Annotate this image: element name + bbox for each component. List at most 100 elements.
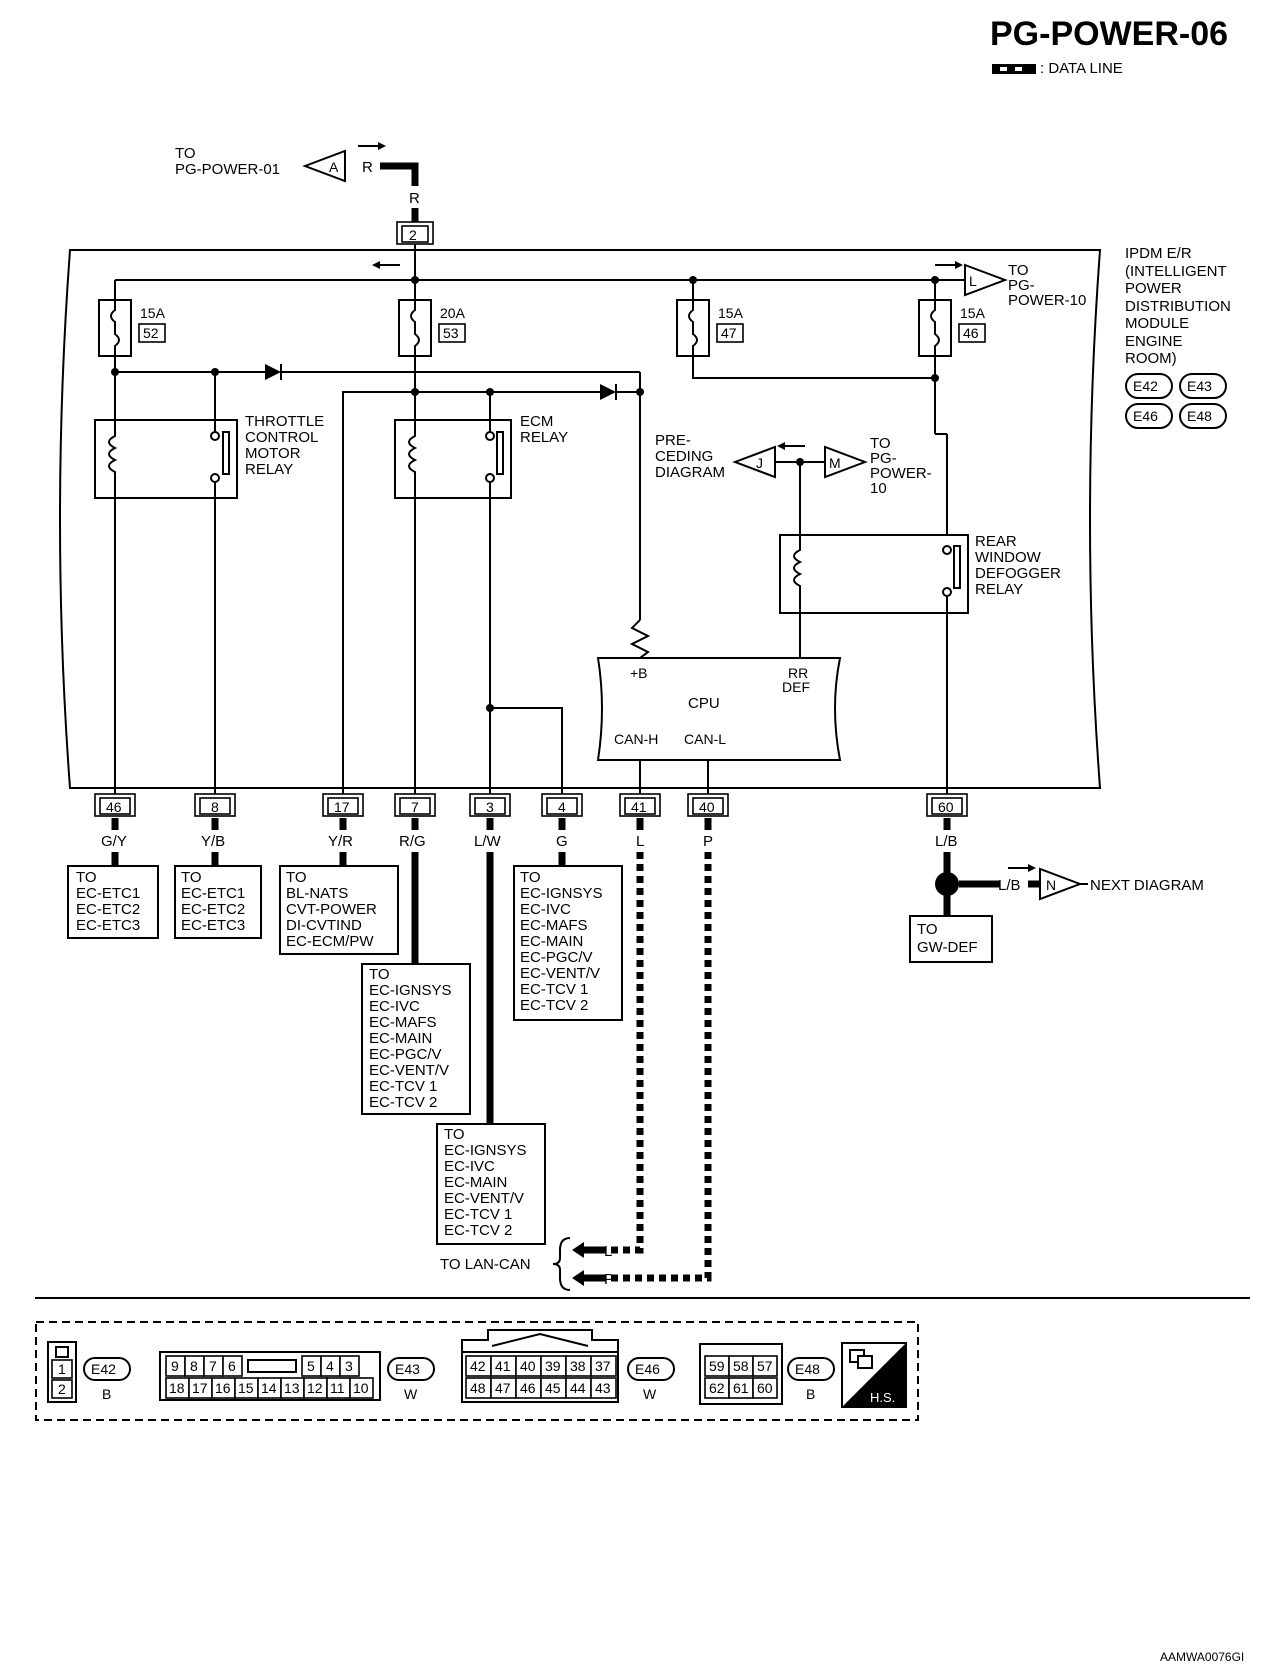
data-line-legend-swatch — [992, 64, 1036, 74]
svg-text:15: 15 — [238, 1380, 254, 1396]
svg-text:L/B: L/B — [935, 833, 958, 850]
svg-text:TO: TO — [181, 869, 202, 886]
svg-text:EC-TCV 2: EC-TCV 2 — [520, 997, 588, 1014]
svg-text:15A: 15A — [960, 305, 986, 321]
wire-lb: L/B — [935, 818, 1000, 916]
svg-text:48: 48 — [470, 1380, 486, 1396]
svg-text:G/Y: G/Y — [101, 833, 127, 850]
svg-text:58: 58 — [733, 1358, 749, 1374]
svg-text:H.S.: H.S. — [870, 1390, 895, 1405]
svg-text:TO: TO — [76, 869, 97, 886]
svg-text:TO: TO — [369, 966, 390, 983]
wire-yb: Y/B — [201, 818, 225, 866]
lan-p-label: P — [604, 1271, 614, 1288]
svg-text:45: 45 — [545, 1380, 561, 1396]
svg-text:4: 4 — [326, 1358, 334, 1374]
svg-text:37: 37 — [595, 1358, 611, 1374]
pin-41: 41 — [619, 793, 661, 817]
svg-text:12: 12 — [307, 1380, 323, 1396]
svg-text:17: 17 — [334, 799, 350, 815]
svg-text:41: 41 — [631, 799, 647, 815]
svg-text:E43: E43 — [395, 1361, 420, 1377]
svg-text:43: 43 — [595, 1380, 611, 1396]
svg-text:W: W — [643, 1386, 657, 1402]
svg-text:9: 9 — [171, 1358, 179, 1374]
svg-text:47: 47 — [721, 325, 737, 341]
svg-text:EC-ETC1: EC-ETC1 — [181, 885, 245, 902]
svg-text:15A: 15A — [140, 305, 166, 321]
wire-g: G — [556, 818, 568, 866]
fuse-53: 20A 53 — [398, 299, 466, 357]
connector-a-label: A — [329, 159, 339, 175]
cpu-plus-b: +B — [630, 665, 648, 681]
svg-text:EC-ECM/PW: EC-ECM/PW — [286, 933, 374, 950]
fuse-47: 15A 47 — [676, 280, 744, 357]
footer-code: AAMWA0076GI — [1160, 1650, 1244, 1664]
svg-text:EC-IGNSYS: EC-IGNSYS — [369, 982, 452, 999]
pin-2-label: 2 — [409, 227, 417, 243]
diode-throttle — [265, 364, 281, 380]
svg-text:40: 40 — [520, 1358, 536, 1374]
svg-text:EC-VENT/V: EC-VENT/V — [520, 965, 600, 982]
svg-text:10: 10 — [353, 1380, 369, 1396]
svg-text:B: B — [102, 1386, 111, 1402]
svg-text:52: 52 — [143, 325, 159, 341]
pin-40: 40 — [687, 793, 729, 817]
svg-text:(INTELLIGENT: (INTELLIGENT — [1125, 263, 1227, 280]
dest-box-gw: TO GW-DEF — [909, 915, 993, 963]
svg-text:20A: 20A — [440, 305, 466, 321]
svg-text:59: 59 — [709, 1358, 725, 1374]
svg-text:1: 1 — [58, 1361, 66, 1377]
svg-text:EC-IGNSYS: EC-IGNSYS — [444, 1142, 527, 1159]
svg-text:4: 4 — [558, 799, 566, 815]
pin-46: 46 — [94, 793, 136, 817]
svg-text:E46: E46 — [635, 1361, 660, 1377]
svg-text:DEFOGGER: DEFOGGER — [975, 565, 1061, 582]
svg-text:39: 39 — [545, 1358, 561, 1374]
fuse-52: 15A 52 — [98, 280, 166, 357]
svg-text:CVT-POWER: CVT-POWER — [286, 901, 377, 918]
svg-text:DIAGRAM: DIAGRAM — [655, 464, 725, 481]
connector-m-label: M — [829, 455, 841, 471]
connector-j-flag — [732, 445, 776, 479]
connector-j-label: J — [756, 455, 763, 471]
svg-text:CONTROL: CONTROL — [245, 429, 318, 446]
svg-text:EC-MAIN: EC-MAIN — [369, 1030, 432, 1047]
wire-p-can: P — [600, 818, 713, 1282]
svg-text:53: 53 — [443, 325, 459, 341]
cpu-rr-def-1: RR — [788, 665, 808, 681]
svg-text:EC-IGNSYS: EC-IGNSYS — [520, 885, 603, 902]
svg-text:E48: E48 — [795, 1361, 820, 1377]
page-title: PG-POWER-06 — [990, 15, 1228, 53]
svg-text:EC-MAIN: EC-MAIN — [444, 1174, 507, 1191]
svg-text:3: 3 — [486, 799, 494, 815]
pin-4: 4 — [541, 793, 583, 817]
wire-r-label: R — [362, 159, 373, 176]
svg-text:DISTRIBUTION: DISTRIBUTION — [1125, 298, 1231, 315]
svg-text:EC-IVC: EC-IVC — [520, 901, 571, 918]
svg-text:EC-ETC3: EC-ETC3 — [181, 917, 245, 934]
svg-text:61: 61 — [733, 1380, 749, 1396]
svg-text:RELAY: RELAY — [245, 461, 293, 478]
pin-60: 60 — [926, 793, 968, 817]
next-diagram-label: NEXT DIAGRAM — [1090, 877, 1204, 894]
svg-text:16: 16 — [215, 1380, 231, 1396]
svg-text:5: 5 — [307, 1358, 315, 1374]
svg-text:44: 44 — [570, 1380, 586, 1396]
ipdm-conn-e46: E46 — [1133, 408, 1158, 424]
to-pg-power-10-label-2: PG- — [1008, 277, 1035, 294]
svg-text:W: W — [404, 1386, 418, 1402]
svg-text:G: G — [556, 833, 568, 850]
svg-text:GW-DEF: GW-DEF — [917, 939, 978, 956]
lan-l-label: L — [604, 1243, 612, 1260]
svg-text:60: 60 — [757, 1380, 773, 1396]
svg-text:L: L — [636, 833, 644, 850]
wire-gy: G/Y — [101, 818, 127, 866]
wire-l-can: L — [600, 818, 644, 1254]
connector-e42: 1 2 E42 B — [47, 1341, 131, 1403]
pin-17: 17 — [322, 793, 364, 817]
svg-text:TO: TO — [444, 1126, 465, 1143]
to-pg-power-01-label-2: PG-POWER-01 — [175, 161, 280, 178]
